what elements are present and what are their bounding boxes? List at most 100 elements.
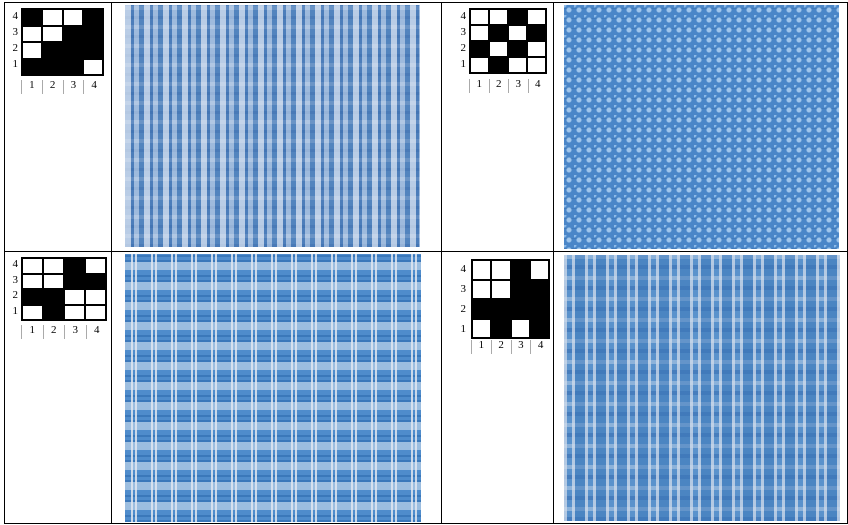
table-divider-col2 bbox=[441, 2, 442, 524]
weave-cell-empty bbox=[43, 258, 64, 274]
weave-cell-empty bbox=[491, 260, 510, 280]
col-label: 4 bbox=[83, 80, 104, 94]
weave-cell-filled bbox=[511, 280, 530, 300]
weave-cell-empty bbox=[43, 274, 64, 290]
col-labels: 1 2 3 4 bbox=[21, 80, 104, 94]
weave-cell-empty bbox=[530, 260, 549, 280]
row-labels: 4 3 2 1 bbox=[6, 257, 18, 319]
weave-cell-filled bbox=[508, 41, 527, 57]
weave-cell-filled bbox=[43, 305, 64, 321]
fabric-image-4 bbox=[564, 255, 840, 521]
weave-cell-filled bbox=[85, 274, 106, 290]
fabric-image-2 bbox=[564, 5, 839, 249]
col-labels: 1 2 3 4 bbox=[471, 340, 550, 354]
weave-cell-empty bbox=[470, 9, 489, 25]
weave-cell-filled bbox=[83, 26, 103, 43]
weave-draft-1: 4 3 2 1 1 2 3 4 bbox=[6, 5, 106, 95]
row-label: 2 bbox=[454, 304, 466, 315]
weave-cell-filled bbox=[530, 319, 549, 339]
weave-cell-empty bbox=[470, 25, 489, 41]
weave-cell-filled bbox=[470, 41, 489, 57]
col-label: 3 bbox=[508, 79, 528, 93]
weave-cell-empty bbox=[472, 260, 491, 280]
weave-draft-2: 4 3 2 1 1 2 3 4 bbox=[454, 5, 550, 95]
row-labels: 4 3 2 1 bbox=[6, 8, 18, 72]
col-label: 4 bbox=[528, 79, 548, 93]
weave-cell-empty bbox=[22, 258, 43, 274]
weave-cell-empty bbox=[22, 42, 42, 59]
weave-draft-3: 4 3 2 1 1 2 3 4 bbox=[6, 255, 106, 345]
weave-cell-filled bbox=[508, 9, 527, 25]
weave-cell-empty bbox=[22, 26, 42, 43]
table-divider-row bbox=[4, 251, 848, 252]
weave-cell-filled bbox=[472, 299, 491, 319]
weave-cell-filled bbox=[83, 42, 103, 59]
table-border-left bbox=[4, 2, 5, 524]
weave-cell-filled bbox=[22, 59, 42, 76]
weave-cell-filled bbox=[64, 258, 85, 274]
fabric-image-1 bbox=[125, 5, 420, 247]
weave-cell-filled bbox=[511, 299, 530, 319]
table-divider-col1 bbox=[111, 2, 112, 524]
col-label: 1 bbox=[21, 325, 43, 339]
weave-cell-filled bbox=[63, 59, 83, 76]
weave-cell-filled bbox=[530, 299, 549, 319]
col-label: 2 bbox=[491, 340, 511, 354]
weave-cell-empty bbox=[22, 274, 43, 290]
weave-cell-filled bbox=[511, 260, 530, 280]
weave-cell-filled bbox=[42, 59, 62, 76]
col-label: 4 bbox=[86, 325, 108, 339]
weave-cell-empty bbox=[472, 319, 491, 339]
row-label: 2 bbox=[454, 43, 466, 54]
table-border-top bbox=[4, 2, 848, 3]
weave-cell-empty bbox=[489, 9, 508, 25]
weave-cell-empty bbox=[85, 305, 106, 321]
weave-cell-filled bbox=[22, 9, 42, 26]
row-label: 2 bbox=[6, 290, 18, 301]
weave-cell-empty bbox=[22, 305, 43, 321]
col-label: 2 bbox=[42, 80, 63, 94]
row-labels: 4 3 2 1 bbox=[454, 259, 466, 339]
weave-cell-empty bbox=[85, 258, 106, 274]
weave-cell-empty bbox=[511, 319, 530, 339]
col-label: 1 bbox=[469, 79, 489, 93]
weave-cell-filled bbox=[491, 319, 510, 339]
weave-cell-empty bbox=[489, 41, 508, 57]
row-label: 1 bbox=[6, 59, 18, 70]
weave-grid bbox=[21, 8, 104, 76]
weave-cell-filled bbox=[83, 9, 103, 26]
row-label: 3 bbox=[6, 27, 18, 38]
col-label: 1 bbox=[21, 80, 42, 94]
weave-cell-empty bbox=[63, 9, 83, 26]
table-divider-col3 bbox=[553, 2, 554, 524]
weave-cell-filled bbox=[489, 57, 508, 73]
fabric-image-3 bbox=[125, 254, 421, 522]
weave-cell-empty bbox=[470, 57, 489, 73]
row-label: 4 bbox=[454, 264, 466, 275]
col-label: 2 bbox=[489, 79, 509, 93]
weave-cell-empty bbox=[472, 280, 491, 300]
weave-cell-empty bbox=[527, 9, 546, 25]
row-label: 3 bbox=[454, 27, 466, 38]
weave-cell-filled bbox=[22, 289, 43, 305]
weave-grid bbox=[21, 257, 107, 321]
weave-cell-filled bbox=[63, 26, 83, 43]
row-label: 1 bbox=[454, 324, 466, 335]
col-label: 4 bbox=[530, 340, 550, 354]
weave-cell-empty bbox=[527, 41, 546, 57]
row-label: 4 bbox=[6, 259, 18, 270]
row-label: 3 bbox=[6, 275, 18, 286]
row-label: 1 bbox=[6, 306, 18, 317]
col-label: 3 bbox=[511, 340, 531, 354]
col-label: 2 bbox=[43, 325, 65, 339]
row-labels: 4 3 2 1 bbox=[454, 8, 466, 72]
weave-cell-filled bbox=[530, 280, 549, 300]
col-labels: 1 2 3 4 bbox=[21, 325, 107, 339]
col-label: 3 bbox=[64, 325, 86, 339]
weave-cell-empty bbox=[491, 280, 510, 300]
weave-cell-filled bbox=[64, 274, 85, 290]
weave-cell-filled bbox=[527, 25, 546, 41]
weave-cell-filled bbox=[43, 289, 64, 305]
row-label: 4 bbox=[454, 11, 466, 22]
weave-grid bbox=[471, 259, 550, 339]
